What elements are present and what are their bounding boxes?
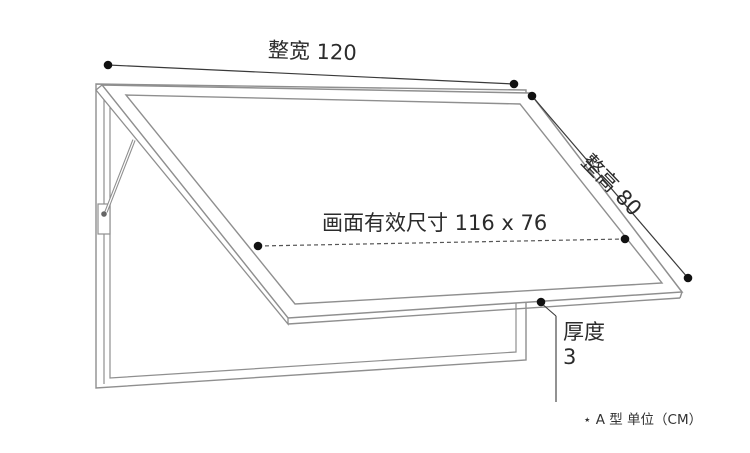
thickness-dimension	[536, 297, 557, 402]
height-dimension	[527, 91, 693, 283]
width-dimension-line	[107, 64, 515, 85]
display-area-dashed-line	[257, 238, 626, 247]
thickness-dot	[536, 297, 546, 307]
display-area-dimension	[253, 234, 630, 251]
display-area-start-dot	[253, 241, 263, 251]
left-bracket-screw	[101, 211, 107, 217]
display-size-label: 画面有效尺寸 116 x 76	[322, 211, 548, 235]
opened-front-frame	[95, 84, 684, 326]
front-frame-outer-lip	[95, 84, 289, 326]
thickness-label: 厚度 3	[563, 320, 605, 370]
height-dimension-end-dot	[683, 273, 693, 283]
display-area-end-dot	[620, 234, 630, 244]
unit-footnote: ⋆ A 型 单位（CM）	[583, 412, 703, 428]
left-strut-rod-core	[105, 139, 135, 213]
thickness-value: 3	[563, 345, 577, 370]
front-frame-inner	[124, 94, 664, 305]
height-dimension-line	[531, 95, 689, 279]
overall-width-label: 整宽 120	[267, 38, 358, 66]
width-dimension-start-dot	[103, 60, 113, 70]
front-frame-right-edge	[679, 291, 683, 299]
front-frame-bottom-edge	[287, 297, 681, 325]
thickness-title: 厚度	[563, 320, 605, 344]
width-dimension-end-dot	[509, 79, 519, 89]
left-support-strut	[97, 139, 136, 235]
height-dimension-start-dot	[527, 91, 537, 101]
width-dimension	[103, 60, 519, 89]
